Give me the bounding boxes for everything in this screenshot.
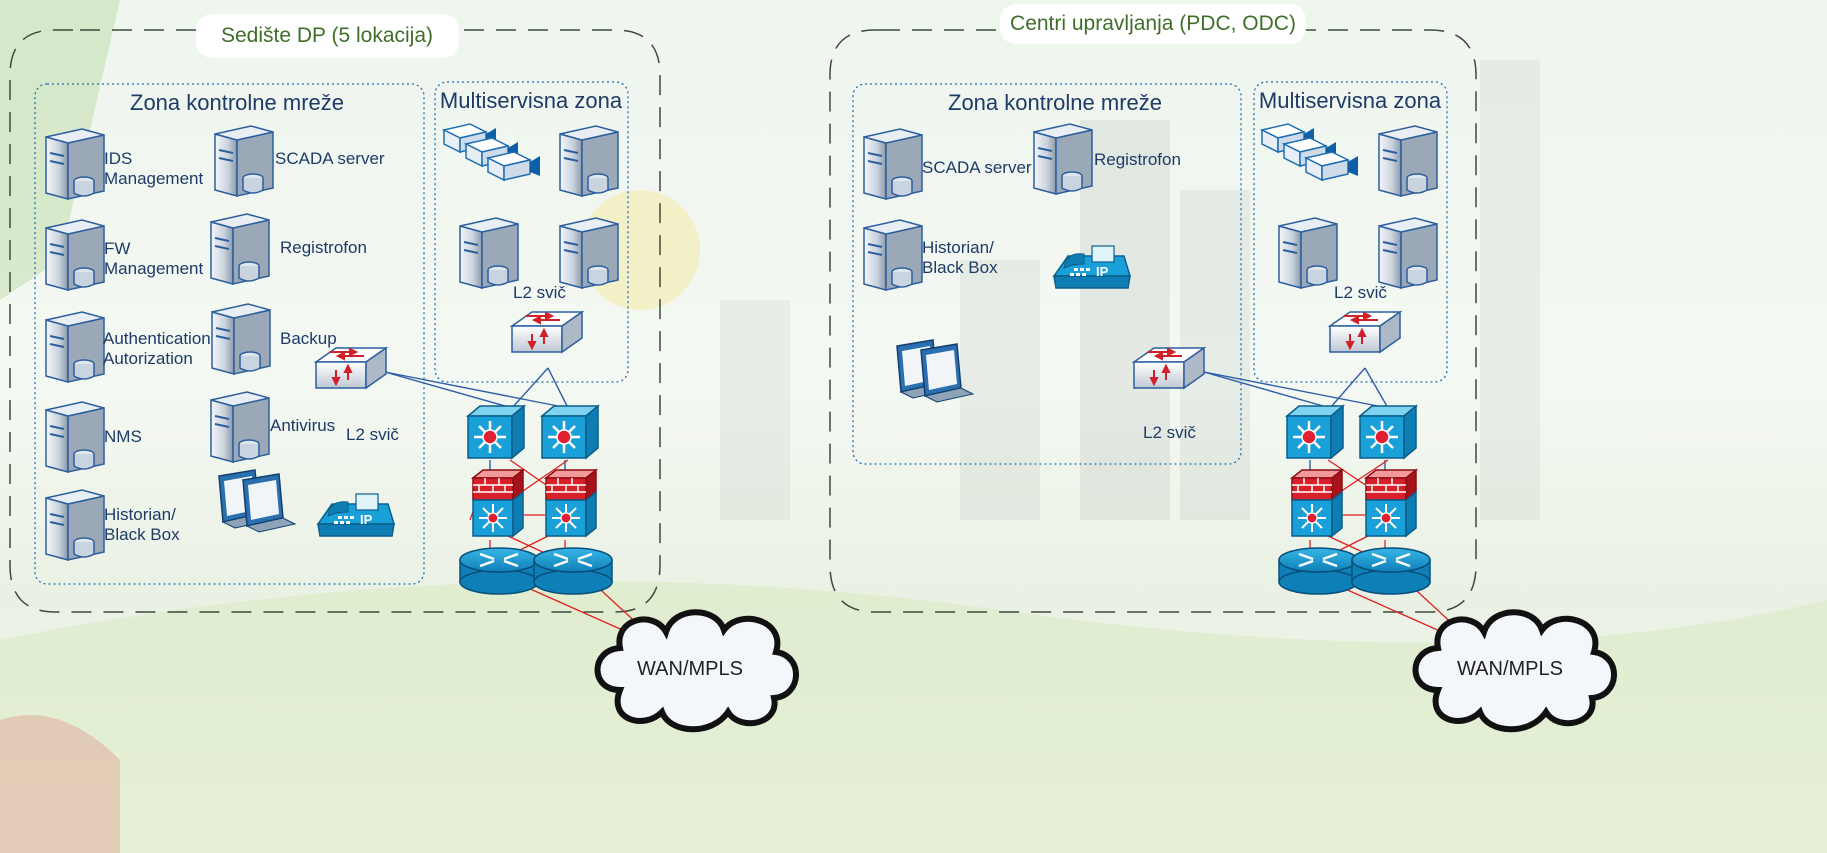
server-label: Backup xyxy=(280,329,337,348)
multiservice-server-icon xyxy=(459,217,519,289)
video-camera-icon xyxy=(443,123,541,181)
control-zone-2 xyxy=(852,83,1242,465)
server-label: Historian/Black Box xyxy=(104,505,180,544)
registrofon-server-icon xyxy=(1033,123,1093,195)
multiservice-zone-1-title: Multiservisna zona xyxy=(440,88,623,113)
workstation-icon xyxy=(218,469,296,533)
site-1-title: Sedište DP (5 lokacija) xyxy=(221,24,433,47)
l2-switch-label: L2 svič xyxy=(1143,423,1196,442)
firewall-switch-icon xyxy=(1365,469,1417,537)
core-switch-icon xyxy=(1285,404,1345,460)
core-switch-icon xyxy=(1358,404,1418,460)
site-2-title-box xyxy=(1000,4,1306,44)
site-2: Centri upravljanja (PDC, ODC) Zona kontr… xyxy=(829,4,1614,729)
server-label: NMS xyxy=(104,427,142,446)
router-icon xyxy=(458,546,540,596)
firewall-switch-icon xyxy=(1291,469,1343,537)
historian-server-icon xyxy=(863,219,923,291)
l2-switch-icon xyxy=(511,311,583,353)
l2-switch-label: L2 svič xyxy=(1334,283,1387,302)
multiservice-server-icon xyxy=(559,217,619,289)
site-1-border xyxy=(9,29,661,613)
control-zone-1 xyxy=(34,83,425,585)
video-camera-icon xyxy=(1261,123,1359,181)
core-switch-icon xyxy=(540,404,600,460)
l2-switch-label: L2 svič xyxy=(513,283,566,302)
core-switch-icon xyxy=(466,404,526,460)
server-label: Historian/Black Box xyxy=(922,238,998,277)
site-1-title-box xyxy=(196,14,459,58)
server-label: Registrofon xyxy=(280,238,367,257)
scada-server-icon xyxy=(214,125,274,197)
workstation-icon xyxy=(896,339,974,403)
multiservice-server-icon xyxy=(559,125,619,197)
nms-server-icon xyxy=(45,401,105,473)
l2-switch-icon xyxy=(1329,311,1401,353)
multiservice-server-icon xyxy=(1378,217,1438,289)
scada-server-icon xyxy=(863,128,923,200)
server-label: Registrofon xyxy=(1094,150,1181,169)
firewall-switch-icon xyxy=(545,469,597,537)
control-zone-2-title: Zona kontrolne mreže xyxy=(948,90,1162,115)
wan-label: WAN/MPLS xyxy=(637,658,743,680)
multiservice-zone-2 xyxy=(1253,81,1448,383)
auth-server-icon xyxy=(45,311,105,383)
ip-phone-icon xyxy=(1053,245,1131,289)
registrofon-server-icon xyxy=(210,213,270,285)
multiservice-server-icon xyxy=(1378,125,1438,197)
antivirus-server-icon xyxy=(210,391,270,463)
historian-server-icon xyxy=(45,489,105,561)
router-icon xyxy=(1277,546,1359,596)
l2-switch-icon xyxy=(315,347,387,389)
site-2-title: Centri upravljanja (PDC, ODC) xyxy=(1010,12,1296,35)
router-icon xyxy=(532,546,614,596)
l2-switch-label: L2 svič xyxy=(346,425,399,444)
firewall-switch-icon xyxy=(472,469,524,537)
router-icon xyxy=(1350,546,1432,596)
control-zone-1-title: Zona kontrolne mreže xyxy=(130,90,344,115)
multiservice-server-icon xyxy=(1278,217,1338,289)
l2-switch-icon xyxy=(1133,347,1205,389)
ip-phone-icon xyxy=(317,493,395,537)
site-1: Sedište DP (5 lokacija) Zona kontrolne m… xyxy=(9,14,796,729)
wan-label: WAN/MPLS xyxy=(1457,658,1563,680)
server-label: SCADA server xyxy=(922,158,1032,177)
server-label: SCADA server xyxy=(275,149,385,168)
backup-server-icon xyxy=(211,303,271,375)
ids-management-server-icon xyxy=(45,128,105,200)
server-label: Antivirus xyxy=(270,416,335,435)
fw-management-server-icon xyxy=(45,219,105,291)
multiservice-zone-2-title: Multiservisna zona xyxy=(1259,88,1442,113)
multiservice-zone-1 xyxy=(434,81,629,383)
